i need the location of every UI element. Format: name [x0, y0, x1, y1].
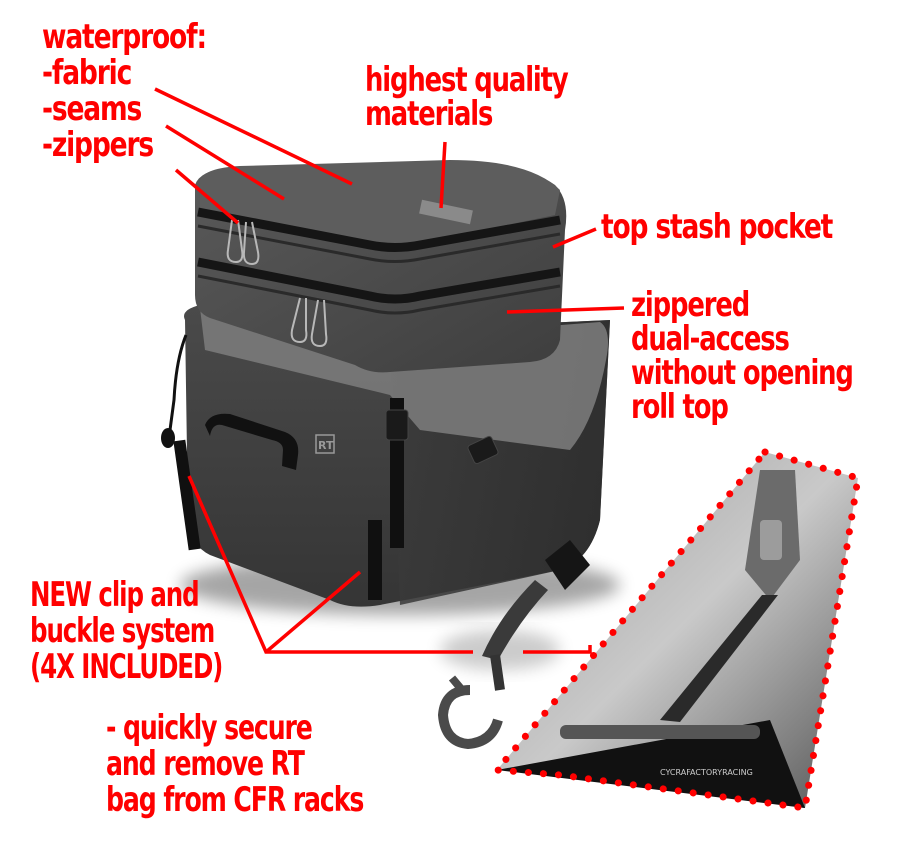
callout-stash-line1: top stash pocket	[601, 207, 833, 247]
callout-clip-line2: buckle system	[30, 611, 215, 651]
leader-quality	[439, 141, 447, 209]
callout-waterproof-fabric: -fabric	[42, 53, 132, 93]
callout-secure-line2: and remove RT	[106, 744, 305, 784]
callout-zippered-line4: roll top	[631, 387, 729, 427]
callout-lines	[154, 87, 625, 654]
callout-quick-secure: - quickly secure and remove RT bag from …	[106, 708, 364, 820]
zipper-pulls-icon	[226, 219, 328, 348]
callout-zippered-line2: dual-access	[631, 319, 790, 359]
clip-accessory-image	[437, 540, 590, 750]
callout-secure-line3: bag from CFR racks	[106, 780, 364, 820]
callout-zippered-line3: without opening	[631, 353, 854, 393]
rack-inset-image: CYCRAFACTORYRACING	[489, 448, 862, 812]
bag-logo: RT	[318, 439, 334, 452]
leader-stash	[552, 227, 597, 249]
leader-seams	[165, 124, 285, 201]
callout-clip-system: NEW clip and buckle system (4X INCLUDED)	[30, 575, 223, 687]
callout-waterproof-title: waterproof:	[42, 17, 207, 57]
leader-zippers	[174, 168, 240, 225]
callout-stash-pocket: top stash pocket	[601, 207, 833, 247]
bag-image: RT	[161, 160, 610, 607]
callout-zippered-line1: zippered	[631, 285, 750, 325]
callout-waterproof-zippers: -zippers	[42, 125, 154, 165]
callout-secure-line1: - quickly secure	[106, 708, 313, 748]
callout-clip-line1: NEW clip and	[30, 575, 200, 615]
leader-zippered	[506, 306, 625, 314]
rack-brand-text: CYCRAFACTORYRACING	[660, 768, 753, 777]
callout-waterproof: waterproof: -fabric -seams -zippers	[42, 17, 207, 165]
callout-clip-line3: (4X INCLUDED)	[30, 647, 223, 687]
callout-zippered-access: zippered dual-access without opening rol…	[631, 285, 854, 427]
leader-fabric	[154, 87, 353, 186]
leader-clip-front	[264, 570, 362, 654]
callout-quality-line2: materials	[365, 94, 493, 134]
leader-clip-right	[523, 645, 592, 654]
callout-quality: highest quality materials	[365, 60, 569, 134]
callout-quality-line1: highest quality	[365, 60, 569, 100]
callout-waterproof-seams: -seams	[42, 89, 142, 129]
